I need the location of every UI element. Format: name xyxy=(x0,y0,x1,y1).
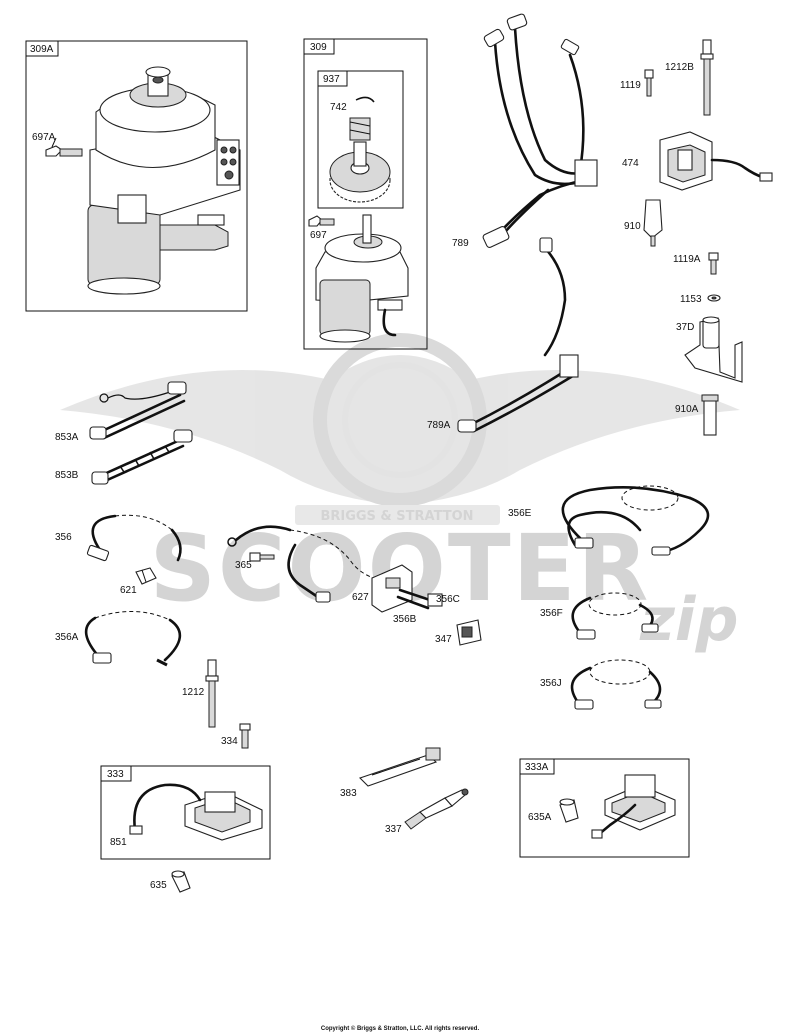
label-356B[interactable]: 356B xyxy=(393,614,417,625)
bracket-37D xyxy=(684,316,743,383)
label-383[interactable]: 383 xyxy=(340,788,357,799)
spark-plug-337 xyxy=(404,788,469,830)
ignition-coil-333-illustration xyxy=(129,783,263,841)
scooter-zip-watermark: BRIGGS & STRATTON SCOOTER zip xyxy=(60,333,740,655)
label-474[interactable]: 474 xyxy=(622,158,639,169)
label-356J[interactable]: 356J xyxy=(540,678,562,689)
wire-356C xyxy=(398,588,443,607)
label-697[interactable]: 697 xyxy=(310,230,327,241)
stud-1212 xyxy=(205,659,219,728)
bolt-697A xyxy=(45,137,83,157)
label-627[interactable]: 627 xyxy=(352,592,369,603)
label-910[interactable]: 910 xyxy=(624,221,641,232)
watermark-logo-text: BRIGGS & STRATTON xyxy=(320,509,473,524)
label-356F[interactable]: 356F xyxy=(540,608,563,619)
wire-harness-789 xyxy=(482,13,598,248)
wire-356E xyxy=(561,485,710,556)
washer-1153 xyxy=(707,294,721,302)
box-333A-label: 333A xyxy=(525,762,549,773)
label-356[interactable]: 356 xyxy=(55,532,72,543)
label-1119[interactable]: 1119 xyxy=(620,80,641,91)
spacer-910A xyxy=(701,394,719,436)
box-309A: 309A 697A xyxy=(25,40,248,312)
boot-635 xyxy=(171,870,191,893)
label-635[interactable]: 635 xyxy=(150,880,167,891)
wire-harness-789A xyxy=(457,237,579,433)
wire-853B xyxy=(91,429,193,485)
wire-853A xyxy=(89,381,187,440)
label-697A[interactable]: 697A xyxy=(32,132,56,143)
screw-1119A xyxy=(708,252,719,275)
label-337[interactable]: 337 xyxy=(385,824,402,835)
boot-635A xyxy=(559,798,579,823)
stud-1212B xyxy=(700,39,714,116)
wire-356F xyxy=(571,592,659,640)
label-347[interactable]: 347 xyxy=(435,634,452,645)
clip-621 xyxy=(135,567,157,585)
wire-with-ring-terminal xyxy=(227,525,381,603)
wire-356J xyxy=(570,659,662,710)
label-789[interactable]: 789 xyxy=(452,238,469,249)
box-333A: 333A 635A xyxy=(519,758,690,858)
screw-1119 xyxy=(644,69,654,97)
label-621[interactable]: 621 xyxy=(120,585,137,596)
label-356E[interactable]: 356E xyxy=(508,508,532,519)
label-356C[interactable]: 356C xyxy=(436,594,460,605)
label-910A[interactable]: 910A xyxy=(675,404,699,415)
label-1212B[interactable]: 1212B xyxy=(665,62,694,73)
box-937-label: 937 xyxy=(323,74,340,85)
wire-356B xyxy=(396,595,430,610)
label-37D[interactable]: 37D xyxy=(676,322,694,333)
bracket-627 xyxy=(371,564,413,613)
label-853A[interactable]: 853A xyxy=(55,432,79,443)
starter-motor-309-illustration xyxy=(315,214,409,343)
label-1119A[interactable]: 1119A xyxy=(673,254,701,265)
box-309-label: 309 xyxy=(310,42,327,53)
label-789A[interactable]: 789A xyxy=(427,420,451,431)
label-334[interactable]: 334 xyxy=(221,736,238,747)
spacer-910 xyxy=(643,199,663,247)
drive-gear-937-illustration xyxy=(329,96,391,203)
starter-motor-309A-illustration xyxy=(87,66,241,295)
label-365[interactable]: 365 xyxy=(235,560,252,571)
wire-356A xyxy=(84,610,182,667)
bolt-334 xyxy=(239,723,251,749)
ignition-coil-474 xyxy=(659,131,773,191)
box-309A-label: 309A xyxy=(30,44,54,55)
label-635A[interactable]: 635A xyxy=(528,812,552,823)
box-333: 333 851 xyxy=(100,765,271,860)
watermark-brand-suffix: zip xyxy=(639,585,738,655)
bolt-365 xyxy=(249,552,275,562)
label-356A[interactable]: 356A xyxy=(55,632,79,643)
bolt-697 xyxy=(308,215,335,227)
label-1153[interactable]: 1153 xyxy=(680,294,702,305)
wire-356 xyxy=(86,514,182,562)
label-1212[interactable]: 1212 xyxy=(182,687,205,698)
switch-347 xyxy=(456,619,482,646)
tool-383 xyxy=(358,747,441,787)
ignition-coil-333A-illustration xyxy=(591,774,676,839)
label-851[interactable]: 851 xyxy=(110,837,127,848)
label-742[interactable]: 742 xyxy=(330,102,347,113)
label-853B[interactable]: 853B xyxy=(55,470,79,481)
copyright-text: Copyright © Briggs & Stratton, LLC. All … xyxy=(321,1025,480,1032)
box-333-label: 333 xyxy=(107,769,124,780)
box-309: 309 937 742 697 xyxy=(303,38,428,350)
